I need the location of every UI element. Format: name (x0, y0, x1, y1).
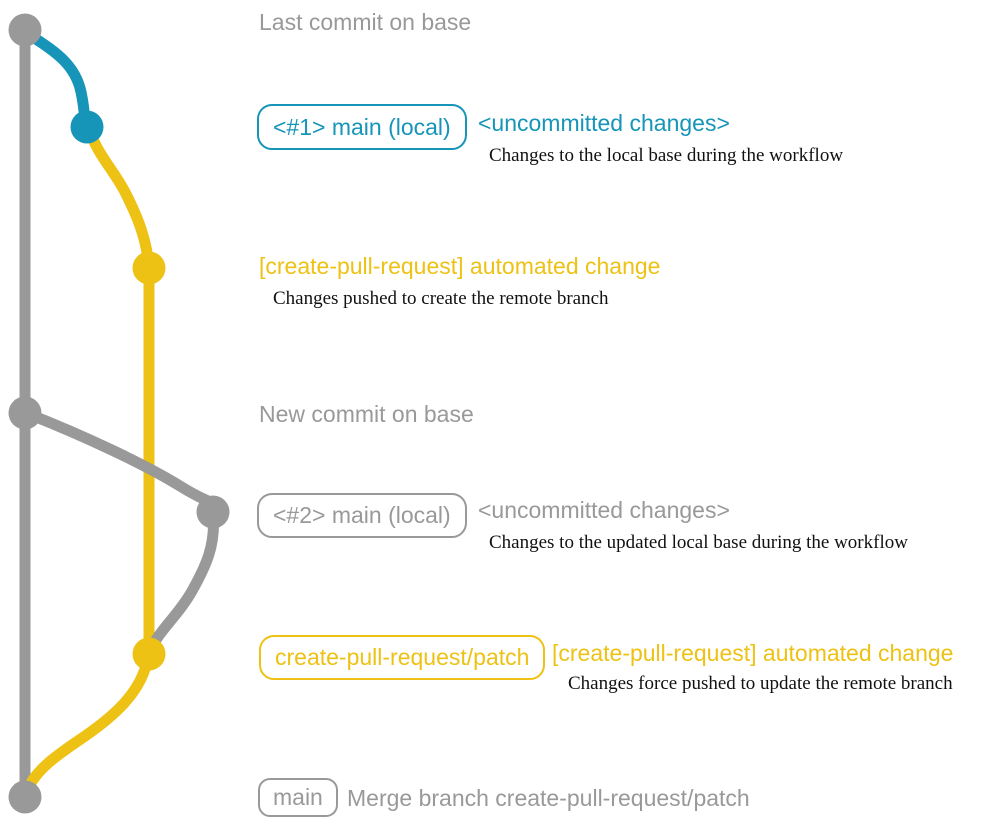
automated-change-label-2: [create-pull-request] automated change (552, 640, 954, 666)
automated-change-caption-2: Changes force pushed to update the remot… (568, 673, 953, 694)
rebase-to-patch-curve (144, 507, 220, 658)
uncommitted-changes-label-1: <uncommitted changes> (478, 110, 730, 136)
last-commit-title: Last commit on base (259, 9, 472, 35)
branch-badge-patch-label: create-pull-request/patch (275, 644, 530, 670)
commit-node-auto1 (132, 251, 166, 285)
commit-node-main2 (196, 495, 230, 529)
new-commit-title: New commit on base (259, 401, 474, 427)
branch-badge-main-final: main (258, 778, 338, 817)
uncommitted-changes-label-2: <uncommitted changes> (478, 497, 730, 523)
branch-badge-patch: create-pull-request/patch (259, 635, 546, 680)
branch-badge-main-2: <#2> main (local) (257, 493, 467, 538)
commit-node-merge (8, 780, 42, 814)
uncommitted-changes-caption-2: Changes to the updated local base during… (489, 532, 908, 553)
merge-branch-label: Merge branch create-pull-request/patch (347, 785, 750, 811)
automated-change-label-1: [create-pull-request] automated change (259, 253, 661, 279)
patch-merge-curve (20, 650, 154, 800)
branch-badge-main-2-label: <#2> main (local) (273, 502, 451, 528)
commit-node-new-base (8, 396, 42, 430)
patch-branch-curve (83, 123, 155, 272)
commit-node-last-base (8, 13, 42, 47)
branch-badge-main-1-label: <#1> main (local) (273, 113, 451, 140)
branch-badge-main-final-label: main (273, 784, 323, 810)
rebase-branch-curve (20, 407, 219, 517)
commit-node-auto2 (132, 637, 166, 671)
automated-change-caption-1: Changes pushed to create the remote bran… (273, 288, 609, 309)
uncommitted-changes-caption-1: Changes to the local base during the wor… (489, 145, 844, 166)
branch-badge-main-1: <#1> main (local) (257, 104, 467, 150)
commit-node-main1 (70, 110, 104, 144)
local-main-branch-curve (20, 27, 94, 131)
